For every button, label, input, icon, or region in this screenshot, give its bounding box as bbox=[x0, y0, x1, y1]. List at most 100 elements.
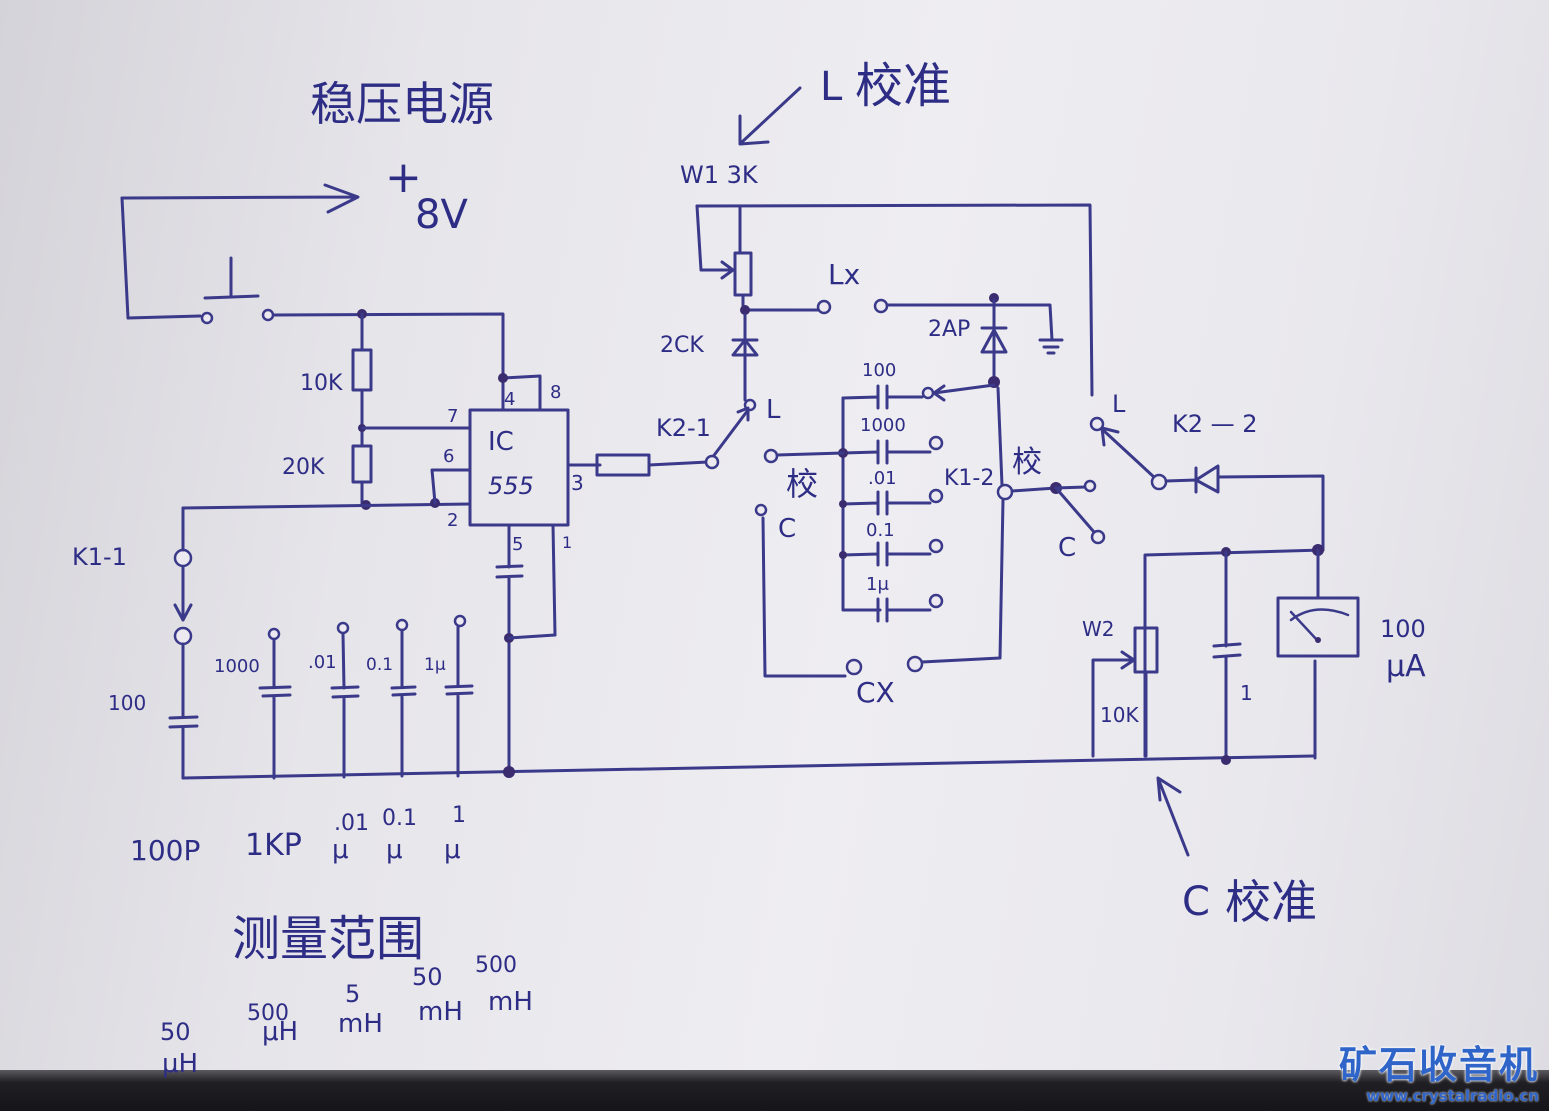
diode-2ck-label: 2CK bbox=[660, 333, 704, 358]
ground-symbol bbox=[1038, 338, 1064, 355]
lx-terminal-2[interactable] bbox=[873, 298, 889, 314]
wire bbox=[430, 468, 472, 505]
ref-cap-contact-5[interactable] bbox=[928, 593, 944, 609]
wire bbox=[507, 633, 557, 640]
k2-2-l-label: L bbox=[1112, 390, 1126, 418]
supply-arrow bbox=[120, 183, 360, 214]
w1-label: W1 3K bbox=[680, 161, 759, 189]
paper-edge-shadow bbox=[0, 1070, 1549, 1111]
resistor-10k bbox=[351, 348, 373, 392]
k1-2-wiper-arrow[interactable] bbox=[932, 383, 996, 402]
diode-2ck bbox=[731, 313, 759, 402]
cx-terminal-2[interactable] bbox=[906, 655, 924, 673]
c-calibration-arrow bbox=[1156, 776, 1190, 857]
wire bbox=[647, 460, 710, 467]
ic-name: IC bbox=[488, 427, 514, 457]
wire bbox=[761, 516, 847, 678]
output-resistor bbox=[595, 453, 651, 477]
supply-voltage: 8V bbox=[415, 192, 468, 238]
k1-2-common[interactable] bbox=[996, 483, 1014, 501]
watermark-title: 矿石收音机 bbox=[1338, 1043, 1539, 1087]
ref-cap-contact-1[interactable] bbox=[921, 386, 935, 400]
meter-diode bbox=[1164, 464, 1325, 552]
pin-6: 6 bbox=[443, 446, 454, 467]
c-calibration-text: 校准 bbox=[1225, 875, 1317, 929]
left-cap-label-1: 100 bbox=[108, 691, 146, 715]
w2-potentiometer[interactable] bbox=[1091, 626, 1159, 758]
range-3-value: 5 bbox=[345, 980, 360, 1008]
wire bbox=[996, 386, 1004, 487]
range-2-value: 500 bbox=[247, 1001, 289, 1026]
pin-3: 3 bbox=[571, 471, 584, 495]
w1-potentiometer[interactable] bbox=[695, 204, 753, 297]
resistor-20k bbox=[351, 444, 373, 484]
push-button-switch[interactable] bbox=[200, 256, 275, 325]
k1-1-range-switch[interactable] bbox=[173, 506, 193, 646]
pin-5: 5 bbox=[512, 534, 523, 555]
range-5-unit: mH bbox=[488, 987, 533, 1017]
ic-part: 555 bbox=[488, 472, 534, 500]
left-cap-label-3: .01 bbox=[308, 652, 337, 673]
ref-cap-label-3: .01 bbox=[868, 468, 897, 489]
k2-2-contact-l[interactable] bbox=[1089, 416, 1105, 432]
range-3-unit: mH bbox=[338, 1009, 383, 1039]
range-2-unit: μH bbox=[262, 1017, 298, 1047]
range-cap-2: 1KP bbox=[245, 828, 302, 863]
ref-cap-contact-3[interactable] bbox=[928, 488, 944, 504]
reference-capacitor-bank bbox=[838, 384, 932, 623]
range-title: 测量范围 bbox=[232, 911, 424, 967]
meter-value-label: 100 bbox=[1380, 615, 1426, 643]
c-calibration-letter: C bbox=[1182, 879, 1210, 925]
cx-terminal-1[interactable] bbox=[845, 658, 863, 676]
w2-label: W2 bbox=[1082, 617, 1115, 641]
range-cap-3-top: .01 bbox=[334, 811, 369, 836]
k2-2-switch-lever[interactable] bbox=[1100, 426, 1168, 491]
microammeter bbox=[1276, 548, 1360, 760]
range-4-value: 50 bbox=[412, 963, 443, 991]
cal-left-label: 校 bbox=[786, 465, 818, 503]
wire bbox=[920, 498, 1005, 664]
c-contact-left[interactable] bbox=[754, 503, 768, 517]
ref-cap-label-2: 1000 bbox=[860, 415, 906, 436]
site-watermark: 矿石收音机 www.crystalradio.cn bbox=[1339, 1043, 1539, 1105]
wire bbox=[885, 303, 1054, 342]
ref-cap-contact-2[interactable] bbox=[928, 435, 944, 451]
cal-contact-left[interactable] bbox=[763, 448, 779, 464]
lx-terminal-1[interactable] bbox=[816, 299, 832, 315]
pin5-capacitor bbox=[495, 553, 524, 777]
pin-4: 4 bbox=[504, 389, 515, 410]
w2-value-label: 10K bbox=[1100, 703, 1139, 727]
vcc-rail bbox=[272, 312, 505, 380]
resistor-20k-label: 20K bbox=[282, 455, 325, 480]
ic-555: IC 555 7 6 2 4 8 3 5 1 bbox=[443, 373, 602, 637]
k1-2-label: K1-2 bbox=[944, 466, 994, 491]
range-cap-5-top: 1 bbox=[452, 803, 466, 828]
k2-1-switch-lever[interactable] bbox=[704, 406, 750, 470]
l-calibration-text: 校准 bbox=[855, 58, 951, 114]
wire bbox=[741, 293, 822, 312]
range-cap-5-unit: μ bbox=[444, 835, 461, 865]
supply-plus: + bbox=[385, 152, 422, 203]
left-cap-label-5: 1μ bbox=[424, 655, 446, 675]
supply-wire bbox=[120, 196, 202, 320]
wire bbox=[775, 451, 845, 457]
lx-label: Lx bbox=[828, 258, 860, 291]
l-calibration-letter: L bbox=[820, 64, 843, 110]
k2-1-l-label: L bbox=[766, 395, 781, 425]
meter-unit-label: μA bbox=[1386, 649, 1426, 684]
ref-cap-contact-4[interactable] bbox=[928, 538, 944, 554]
c-left-label: C bbox=[778, 514, 796, 544]
range-5-value: 500 bbox=[475, 953, 517, 978]
k1-1-label: K1-1 bbox=[72, 543, 127, 571]
watermark-url: www.crystalradio.cn bbox=[1366, 1087, 1539, 1105]
ground-bus bbox=[181, 754, 1315, 780]
k1-2-switch-contacts[interactable] bbox=[1054, 479, 1106, 545]
timing-wire bbox=[181, 502, 472, 510]
wire bbox=[1010, 486, 1058, 493]
pin-1: 1 bbox=[562, 533, 572, 552]
k2-2-label: K2 — 2 bbox=[1172, 410, 1258, 438]
diode-2ap-label: 2AP bbox=[928, 317, 970, 342]
ref-cap-label-5: 1μ bbox=[866, 574, 889, 595]
